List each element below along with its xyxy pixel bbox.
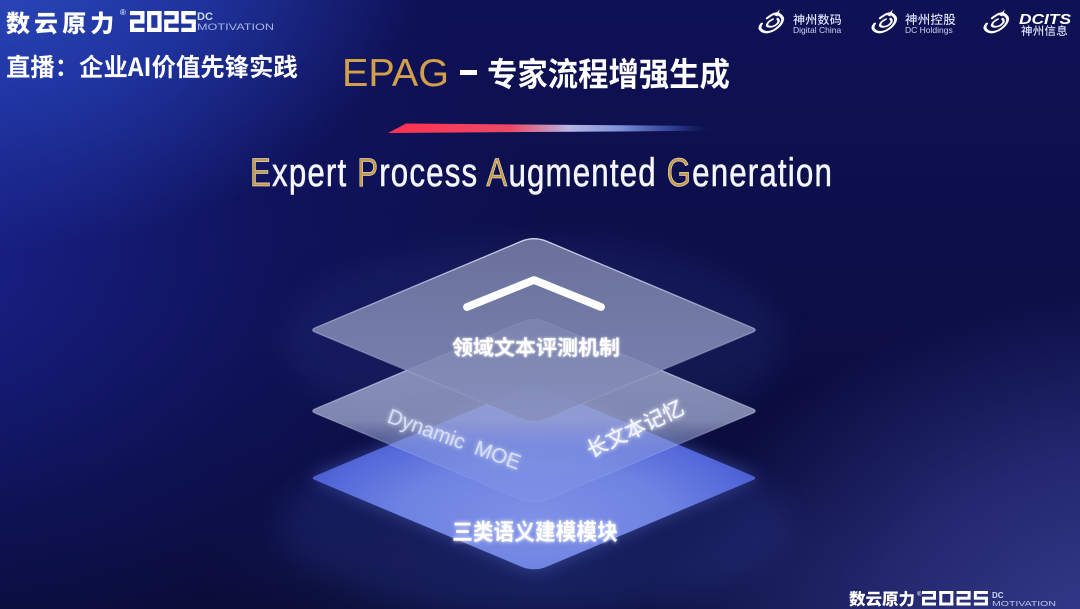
svg-text:MOTIVATION: MOTIVATION [992, 599, 1056, 608]
svg-text:DC: DC [992, 591, 1004, 600]
svg-text:DC Holdings: DC Holdings [905, 25, 953, 35]
svg-text:Expert Process Augmented Gener: Expert Process Augmented Generation [250, 151, 833, 195]
svg-text:MOTIVATION: MOTIVATION [197, 22, 274, 32]
svg-text:®: ® [120, 8, 126, 17]
svg-text:DCITS: DCITS [1019, 11, 1071, 28]
svg-text:Digital China: Digital China [793, 25, 841, 35]
svg-text:DC: DC [197, 11, 213, 23]
svg-text:EPAG: EPAG [342, 52, 449, 95]
svg-text:®: ® [917, 591, 922, 598]
